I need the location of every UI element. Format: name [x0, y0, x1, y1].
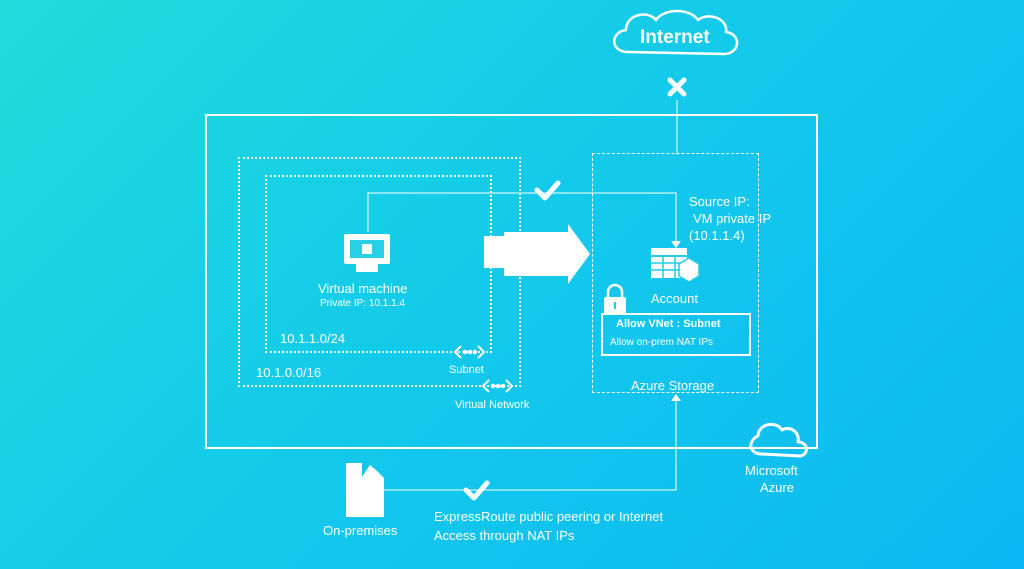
blocked-x-icon: [667, 77, 687, 97]
service-endpoint-arrow: [484, 224, 590, 284]
account-label: Account: [651, 291, 698, 306]
source-ip-line3: (10.1.1.4): [689, 228, 745, 243]
azure-boundary: [205, 114, 818, 449]
onprem-to-storage-line: [384, 398, 677, 491]
source-ip-line1: Source IP:: [689, 194, 750, 209]
storage-account-icon: [651, 248, 700, 283]
virtual-machine-icon: [344, 234, 390, 272]
service-endpoint-line1: SERVICE: [512, 240, 556, 251]
service-endpoint-line2: ENDPOINT: [506, 256, 558, 267]
on-premises-label: On-premises: [323, 523, 398, 538]
vm-to-account-line: [367, 192, 677, 244]
subnet-label: Subnet: [449, 364, 484, 376]
rule-allow-nat: Allow on-prem NAT IPs: [610, 337, 713, 348]
vnet-label: Virtual Network: [455, 399, 530, 411]
vm-private-ip: Private IP: 10.1.1.4: [320, 298, 406, 309]
expressroute-line1: ExpressRoute public peering or Internet: [434, 509, 664, 524]
access-rules-box: [601, 313, 751, 356]
expressroute-line2: Access through NAT IPs: [434, 528, 575, 543]
internet-cloud-icon: [613, 9, 739, 56]
rule-allow-vnet: Allow VNet : Subnet: [616, 318, 721, 330]
azure-storage-box: [592, 153, 759, 393]
source-ip-line2: VM private IP: [693, 211, 772, 226]
internet-label: Internet: [640, 27, 710, 48]
subnet-glyph-icon: [453, 345, 486, 359]
azure-cloud-icon: [749, 422, 808, 458]
azure-storage-label: Azure Storage: [631, 378, 715, 393]
vm-label: Virtual machine: [318, 281, 408, 296]
lock-icon: [604, 283, 626, 314]
building-icon: [346, 463, 384, 517]
vnet-glyph-icon: [481, 379, 514, 393]
microsoft-label: Microsoft: [745, 463, 798, 478]
vnet-cidr: 10.1.0.0/16: [256, 365, 322, 380]
subnet-cidr: 10.1.1.0/24: [280, 331, 346, 346]
onprem-check-icon: [463, 480, 490, 501]
vnet-check-icon: [534, 180, 561, 201]
azure-label: Azure: [760, 480, 794, 495]
